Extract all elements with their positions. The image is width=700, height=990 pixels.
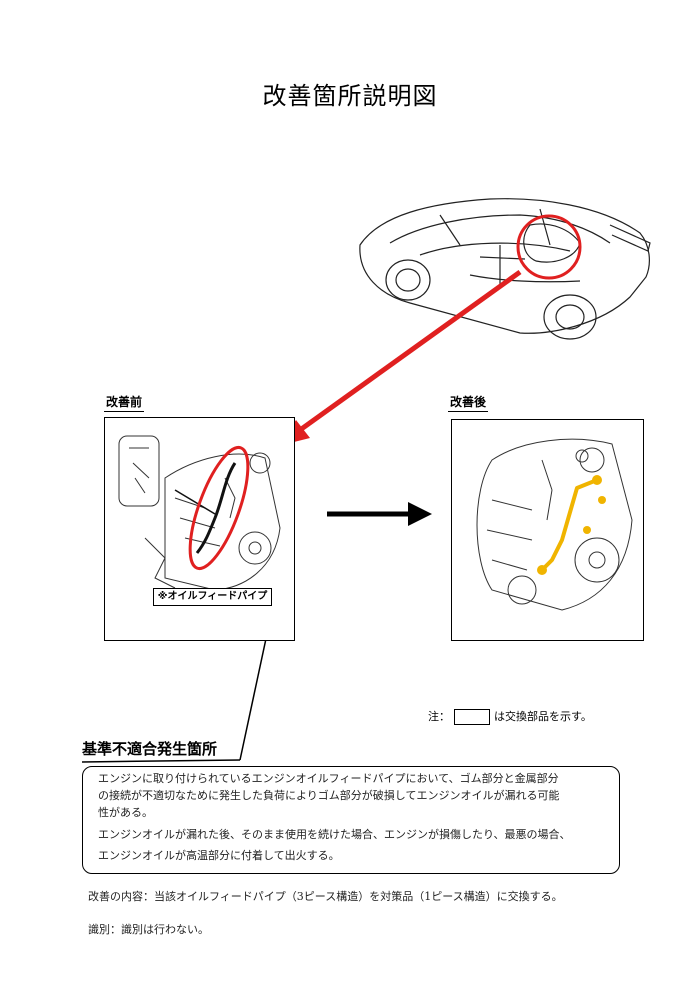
identification-text: 識別：識別は行わない。 bbox=[88, 923, 209, 936]
before-engine-illustration bbox=[118, 435, 281, 591]
legend-note: 注： は交換部品を示す。 bbox=[428, 708, 592, 725]
description-line: エンジンオイルが漏れた後、そのまま使用を続けた場合、エンジンが損傷したり、最悪の… bbox=[98, 828, 571, 841]
before-label: 改善前 bbox=[104, 393, 145, 412]
section-title: 基準不適合発生箇所 bbox=[82, 740, 218, 758]
description-text: エンジンに取り付けられているエンジンオイルフィードパイプにおいて、ゴム部分と金属… bbox=[98, 770, 618, 864]
description-box bbox=[82, 766, 620, 874]
description-line: 性がある。 bbox=[98, 806, 153, 819]
after-engine-illustration bbox=[476, 438, 633, 611]
description-line: エンジンに取り付けられているエンジンオイルフィードパイプにおいて、ゴム部分と金属… bbox=[98, 772, 559, 785]
car-illustration bbox=[359, 198, 651, 340]
after-panel bbox=[451, 419, 644, 641]
note-suffix: は交換部品を示す。 bbox=[494, 710, 592, 723]
description-line: の接続が不適切なために発生した負荷によりゴム部分が破損してエンジンオイルが漏れる… bbox=[98, 789, 560, 802]
description-line: エンジンオイルが高温部分に付着して出火する。 bbox=[98, 849, 340, 862]
improvement-text: 改善の内容：当該オイルフィードパイプ（3ピース構造）を対策品（1ピース構造）に交… bbox=[88, 890, 563, 903]
page-title: 改善箇所説明図 bbox=[262, 82, 438, 110]
replacement-part-legend-box bbox=[454, 709, 490, 725]
note-prefix: 注： bbox=[428, 710, 450, 723]
after-label: 改善後 bbox=[448, 393, 489, 412]
before-panel bbox=[104, 417, 295, 641]
oil-feed-pipe-callout: ※オイルフィードパイプ bbox=[153, 588, 272, 606]
